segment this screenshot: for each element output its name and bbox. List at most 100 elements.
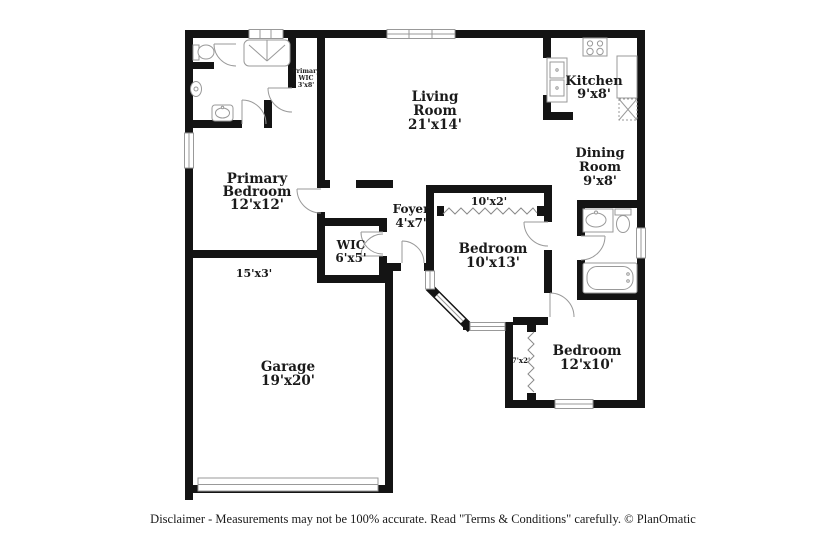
- wall-wic-top: [317, 218, 387, 226]
- svg-text:Bedroom: Bedroom: [459, 241, 528, 257]
- wall-kitchen-lower-stub-h: [543, 112, 573, 120]
- svg-text:Bedroom: Bedroom: [223, 184, 292, 200]
- svg-text:10'x13': 10'x13': [466, 255, 520, 271]
- door-toilet-nook: [213, 43, 237, 67]
- wall-bath2-bottom: [577, 292, 645, 300]
- wall-toilet-nook: [185, 62, 214, 69]
- door-wic-double-bottom: [360, 233, 384, 257]
- wall-wic-right-b: [379, 256, 387, 283]
- wall-hall-top-a: [317, 180, 330, 188]
- wall-kitchen-lower-stub-v: [543, 95, 551, 120]
- label-living-room: Living Room 21'x14': [408, 89, 462, 133]
- svg-text:4'x7': 4'x7': [395, 216, 426, 230]
- label-kitchen: Kitchen 9'x8': [565, 74, 623, 102]
- svg-text:WIC: WIC: [336, 238, 366, 252]
- bathtub-icon: [582, 262, 638, 294]
- closet2-stub-bottom: [527, 393, 536, 400]
- svg-text:Bedroom: Bedroom: [553, 343, 622, 359]
- label-foyer: Foyer 4'x7': [393, 202, 430, 230]
- label-dining-room: Dining Room 9'x8': [575, 146, 624, 189]
- wall-wic-left: [317, 212, 325, 283]
- wall-bed1-left: [426, 185, 434, 271]
- wall-left: [185, 30, 193, 500]
- svg-text:Primary: Primary: [227, 171, 289, 187]
- kitchen-counter-right: [616, 55, 638, 99]
- svg-text:Living: Living: [412, 89, 459, 105]
- door-bath2: [580, 235, 606, 261]
- door-bedroom1: [523, 221, 549, 247]
- door-primary-bath: [241, 99, 267, 125]
- svg-text:Garage: Garage: [261, 359, 315, 375]
- wall-bed1-right-a: [544, 185, 552, 222]
- label-primary-wic: Primary WIC 3'x8': [292, 68, 321, 89]
- fixtures: [190, 37, 638, 492]
- wall-garage-right: [385, 263, 393, 493]
- stove-icon: [582, 37, 608, 57]
- label-primary-bedroom: Primary Bedroom 12'x12': [223, 171, 292, 213]
- wall-pbath-bottom: [185, 120, 242, 128]
- closet-rods: [442, 207, 538, 393]
- wall-foyer-front-a: [393, 263, 401, 271]
- svg-text:Dining: Dining: [575, 146, 624, 161]
- vanity-sink-icon-primary: [211, 104, 234, 122]
- garage-door: [197, 477, 379, 492]
- pantry-icon: [618, 98, 638, 121]
- wall-bath2-left-b: [577, 260, 585, 292]
- label-bed1-closet-dims: 10'x2': [471, 195, 507, 208]
- pedestal-sink-icon: [190, 81, 202, 97]
- svg-text:21'x14': 21'x14': [408, 117, 462, 133]
- door-bedroom2: [549, 292, 575, 318]
- wall-bed1-right-b: [544, 250, 552, 293]
- door-wic-double-top: [360, 231, 384, 255]
- closet2-stub-top: [527, 325, 536, 332]
- wall-bath2-top: [577, 200, 645, 208]
- svg-text:6'x5': 6'x5': [335, 251, 366, 265]
- wall-wic-bottom: [317, 275, 387, 283]
- windows: [184, 29, 646, 409]
- wall-wic-right-a: [379, 218, 387, 232]
- svg-text:12'x12': 12'x12': [230, 197, 284, 213]
- label-wic: WIC 6'x5': [335, 238, 366, 265]
- door-primary-wic: [267, 87, 293, 113]
- closet1-stub-left: [437, 206, 444, 216]
- vanity-sink-icon-bath2: [582, 208, 614, 233]
- svg-text:12'x10': 12'x10': [560, 357, 614, 373]
- wall-bath2-left-a: [577, 200, 585, 236]
- wall-right: [637, 30, 645, 408]
- wall-bed2-top: [513, 317, 548, 325]
- toilet-icon-bath2: [614, 208, 632, 233]
- wall-shower-right: [288, 38, 296, 88]
- closet1-stub-right: [537, 206, 544, 216]
- toilet-icon-primary: [192, 44, 215, 61]
- svg-text:19'x20': 19'x20': [261, 373, 315, 389]
- svg-text:Room: Room: [579, 160, 621, 175]
- shower-icon: [243, 39, 291, 67]
- wall-bed1-top: [426, 185, 552, 193]
- label-garage-nook-dims: 15'x3': [236, 267, 272, 280]
- kitchen-counter-left: [546, 57, 568, 103]
- window-shower-top: [248, 29, 284, 39]
- door-front: [401, 240, 425, 264]
- closet-rod-bed2: [527, 331, 535, 393]
- svg-text:9'x8': 9'x8': [577, 87, 611, 102]
- door-primary-bedroom: [296, 188, 322, 214]
- disclaimer-text: Disclaimer - Measurements may not be 100…: [150, 512, 696, 526]
- svg-text:Foyer: Foyer: [393, 202, 430, 216]
- wall-hall-top-b: [356, 180, 393, 188]
- closet-rod-bed1: [442, 207, 538, 215]
- wall-pbath-stub: [264, 100, 272, 128]
- wall-living-primary: [317, 38, 325, 188]
- svg-text:9'x8': 9'x8': [583, 174, 617, 189]
- svg-text:Primary: Primary: [292, 68, 321, 75]
- label-bedroom2: Bedroom 12'x10': [553, 343, 622, 373]
- svg-text:Room: Room: [413, 103, 457, 119]
- doors: [213, 43, 606, 318]
- room-labels: Living Room 21'x14' Kitchen 9'x8' Dining…: [223, 68, 625, 389]
- label-bed2-closet-dims: 7'x2': [512, 356, 530, 365]
- wall-bed2-closet-left: [505, 322, 513, 408]
- svg-text:WIC: WIC: [297, 75, 313, 82]
- svg-text:3'x8': 3'x8': [298, 82, 314, 89]
- label-bedroom1: Bedroom 10'x13': [459, 241, 528, 271]
- wall-kitchen-left-stub: [543, 38, 551, 58]
